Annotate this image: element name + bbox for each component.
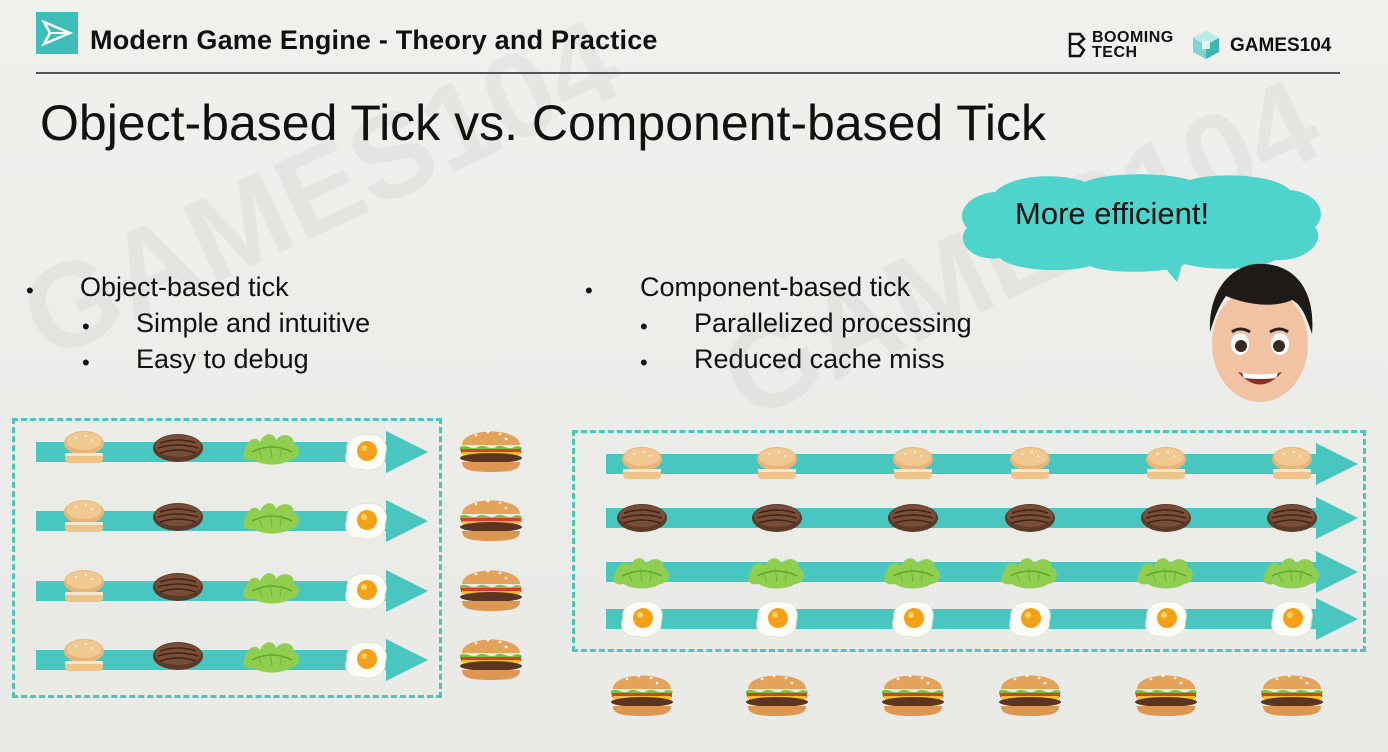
left-heading: Object-based tick [80,272,289,302]
flow-arrow [606,443,1358,490]
flow-arrow [36,500,428,547]
bubble-text: More efficient! [1015,196,1210,231]
bun-icon [620,445,664,483]
patty-icon [887,501,939,535]
left-item: Easy to debug [136,344,309,374]
flow-arrow [606,497,1358,544]
lettuce-icon [242,638,302,674]
burger-icon [456,629,526,683]
right-item: Parallelized processing [694,308,972,338]
burger-icon [878,665,948,719]
egg-icon [343,570,389,612]
lettuce-icon [1136,554,1196,590]
bun-icon [62,568,106,606]
burger-icon [1257,665,1327,719]
flow-arrow [36,639,428,686]
bullet-dot: • [26,278,34,303]
right-heading: Component-based tick [640,272,911,302]
header-title: Modern Game Engine - Theory and Practice [90,25,658,55]
bun-icon [62,429,106,467]
egg-icon [343,431,389,473]
bullet-dot: • [82,314,90,339]
right-item: Reduced cache miss [694,344,945,374]
bun-icon [891,445,935,483]
bun-icon [1270,445,1314,483]
bun-icon [1144,445,1188,483]
egg-icon [1269,598,1315,640]
patty-icon [152,431,204,465]
bullet-dot: • [640,314,648,339]
patty-icon [751,501,803,535]
lettuce-icon [747,554,807,590]
patty-icon [1004,501,1056,535]
games104-label: GAMES104 [1230,35,1332,56]
speech-bubble [961,174,1321,282]
component-tick-box [572,430,1366,652]
burger-icon [995,665,1065,719]
egg-icon [343,500,389,542]
logo-icon [36,12,78,54]
brand-line2: TECH [1092,44,1138,61]
patty-icon [152,570,204,604]
lettuce-icon [242,569,302,605]
bullet-dot: • [585,278,593,303]
burger-icon [1131,665,1201,719]
patty-icon [152,639,204,673]
egg-icon [1007,598,1053,640]
bullet-dot: • [82,350,90,375]
bun-icon [755,445,799,483]
bun-icon [1008,445,1052,483]
flow-arrow [36,570,428,617]
bun-icon [62,637,106,675]
lettuce-icon [883,554,943,590]
egg-icon [754,598,800,640]
egg-icon [343,639,389,681]
burger-icon [456,490,526,544]
patty-icon [152,500,204,534]
patty-icon [1140,501,1192,535]
patty-icon [616,501,668,535]
burger-icon [456,421,526,475]
egg-icon [619,598,665,640]
flow-arrow [36,431,428,478]
burger-icon [607,665,677,719]
avatar-icon [1209,263,1313,402]
egg-icon [890,598,936,640]
lettuce-icon [242,430,302,466]
object-tick-box [12,418,442,698]
lettuce-icon [612,554,672,590]
header-divider [36,72,1340,74]
patty-icon [1266,501,1318,535]
left-item: Simple and intuitive [136,308,371,338]
burger-icon [742,665,812,719]
lettuce-icon [242,499,302,535]
bun-icon [62,498,106,536]
flow-arrow [606,551,1358,598]
burger-icon [456,560,526,614]
brand-line1: BOOMING [1092,29,1174,46]
games104-logo [1193,31,1219,59]
bullet-dot: • [640,350,648,375]
lettuce-icon [1262,554,1322,590]
flow-arrow [606,598,1358,645]
egg-icon [1143,598,1189,640]
slide-title: Object-based Tick vs. Component-based Ti… [40,95,1047,151]
lettuce-icon [1000,554,1060,590]
